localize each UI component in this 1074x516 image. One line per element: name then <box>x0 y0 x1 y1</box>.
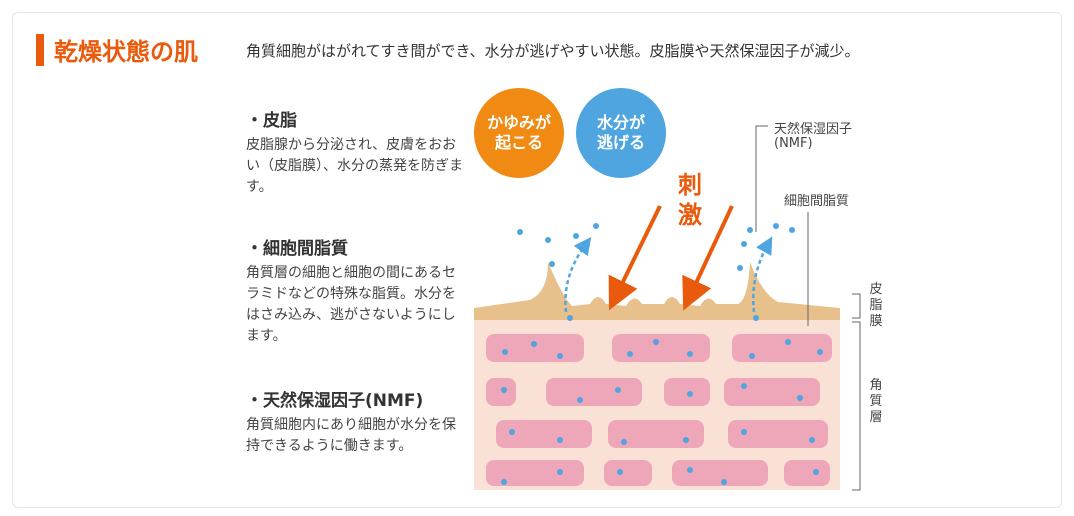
nmf-label-line2: (NMF) <box>774 136 813 151</box>
sebum-film-label: 皮脂膜 <box>869 282 883 329</box>
nmf-dots <box>501 339 823 485</box>
water-bubble-line1: 水分が <box>596 113 645 132</box>
item-heading: ・皮脂 <box>246 111 297 131</box>
itch-bubble-line2: 起こる <box>494 133 543 152</box>
stimulus-arrow-right <box>682 205 734 311</box>
page-subtitle: 角質細胞がはがれてすき間ができ、水分が逃げやすい状態。皮脂膜や天然保湿因子が減少… <box>246 42 860 60</box>
item-nmf: ・天然保湿因子(NMF) 角質細胞内にあり細胞が水分を保持できるように働きます。 <box>246 386 466 457</box>
item-text: 角質細胞内にあり細胞が水分を保持できるように働きます。 <box>246 417 456 454</box>
corneocyte-cells <box>486 334 832 486</box>
nmf-leader-line <box>755 125 768 232</box>
item-sebum: ・皮脂 皮脂腺から分泌され、皮膚をおおい（皮脂膜）、水分の蒸発を防ぎます。 <box>246 106 466 198</box>
nmf-label-line1: 天然保湿因子 <box>774 122 853 137</box>
item-intercellular-lipid: ・細胞間脂質 角質層の細胞と細胞の間にあるセラミドなどの特殊な脂質。水分をはさみ… <box>246 234 466 347</box>
lipid-label: 細胞間脂質 <box>784 194 850 209</box>
itch-bubble-line1: かゆみが <box>486 113 551 132</box>
water-escape-arrow-left <box>564 236 592 313</box>
stimulus-arrow-left <box>608 205 662 311</box>
water-escape-bubble: 水分が 逃げる <box>576 88 666 178</box>
stratum-label: 角質層 <box>869 378 883 425</box>
water-droplets <box>517 223 795 321</box>
title-accent-bar <box>36 34 44 66</box>
item-heading: ・天然保湿因子(NMF) <box>246 391 424 411</box>
item-heading: ・細胞間脂質 <box>246 239 348 259</box>
sebum-film-bracket <box>852 293 861 319</box>
sebum-film <box>474 262 840 320</box>
water-escape-arrow-right <box>752 236 773 313</box>
water-bubble-line2: 逃げる <box>596 133 645 152</box>
item-text: 角質層の細胞と細胞の間にあるセラミドなどの特殊な脂質。水分をはさみ込み、逃がさな… <box>246 265 456 344</box>
stimulus-label: 刺激 <box>678 171 702 229</box>
page-title: 乾燥状態の肌 <box>54 38 198 66</box>
stratum-bracket <box>852 321 861 491</box>
itch-bubble: かゆみが 起こる <box>474 88 564 178</box>
item-text: 皮脂腺から分泌され、皮膚をおおい（皮脂膜）、水分の蒸発を防ぎます。 <box>246 137 463 195</box>
